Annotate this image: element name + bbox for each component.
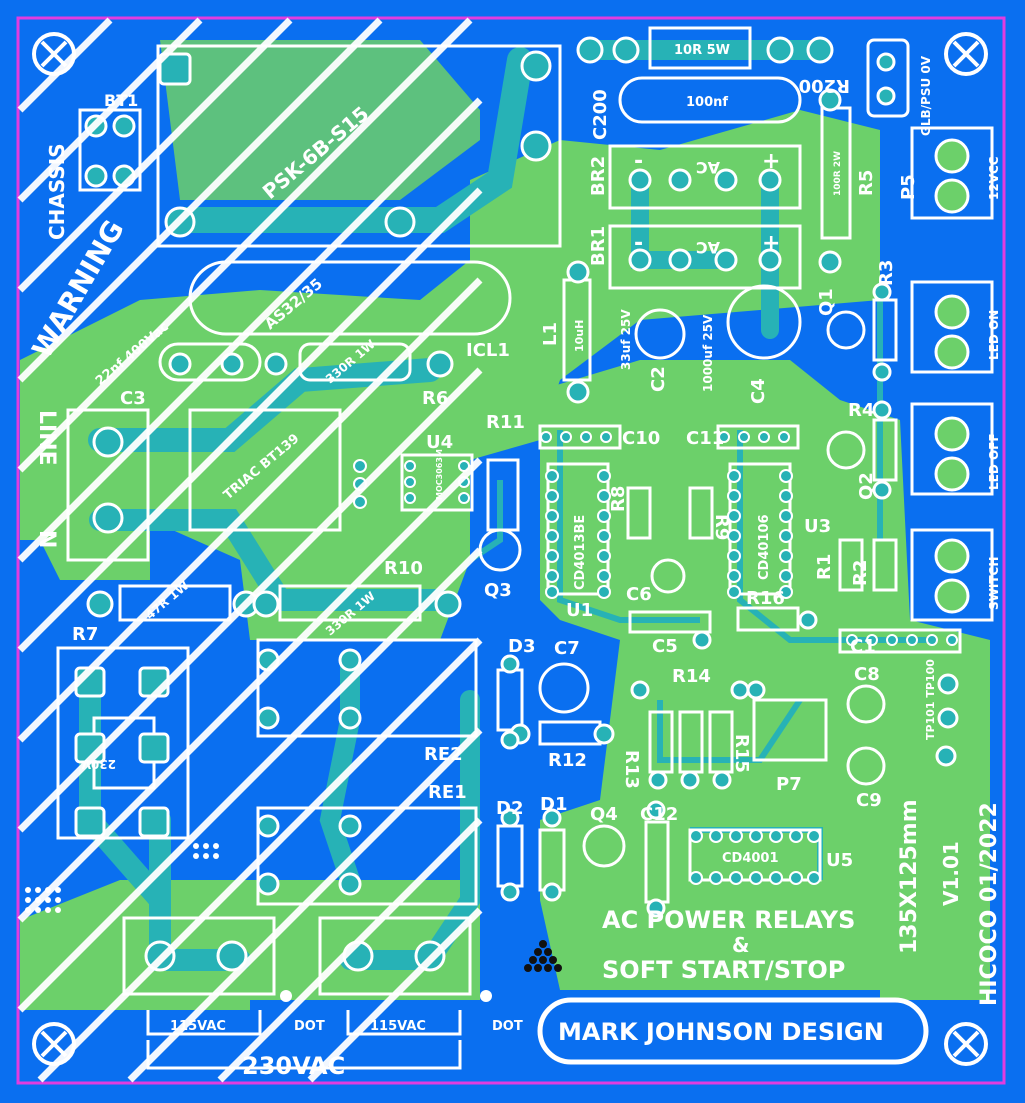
label-c2-val: 33uf 25V (619, 309, 633, 370)
label-r8: R8 (608, 486, 629, 512)
label-r2: R2 (850, 560, 871, 586)
label-c4: C4 (748, 378, 769, 404)
label-size: 135X125mm (897, 799, 922, 954)
label-minus-br1: - (634, 231, 643, 256)
label-r16: R16 (746, 588, 785, 609)
label-u1: U1 (566, 600, 593, 621)
label-icl1: ICL1 (466, 340, 510, 361)
label-ac-br2: AC (696, 158, 720, 177)
label-r9: R9 (711, 514, 732, 540)
hv-hatch (17, 17, 483, 1083)
label-r200: R200 (799, 75, 850, 96)
label-q2: Q2 (856, 472, 877, 500)
label-r4: R4 (848, 400, 874, 421)
label-chassis: CHASSIS (45, 143, 69, 240)
label-r13: R13 (621, 750, 642, 789)
label-u1-chip: CD4013BE (573, 515, 588, 590)
label-r12: R12 (548, 750, 587, 771)
label-c2: C2 (648, 366, 669, 392)
label-version: V1.01 (939, 841, 963, 906)
label-title1: AC POWER RELAYS (602, 906, 855, 934)
label-115vac-a: 115VAC (170, 1019, 226, 1034)
label-amp: & (732, 933, 749, 957)
label-r5: R5 (856, 170, 877, 196)
label-230v: 230V (81, 757, 116, 771)
label-switch: SWITCH (987, 557, 1001, 610)
label-re1: RE1 (428, 782, 467, 803)
silkscreen (56, 26, 994, 1070)
label-c6: C6 (626, 584, 652, 605)
label-designer: MARK JOHNSON DESIGN (558, 1018, 884, 1046)
label-r7: R7 (72, 624, 98, 645)
label-c9: C9 (856, 790, 882, 811)
label-r1: R1 (814, 554, 835, 580)
label-led-off: LED OFF (987, 433, 1001, 490)
label-c5: C5 (652, 636, 678, 657)
label-115vac-b: 115VAC (370, 1019, 426, 1034)
label-c12: C12 (640, 804, 678, 825)
label-r14: R14 (672, 666, 711, 687)
label-led-on: LED ON (987, 310, 1001, 360)
label-u5: U5 (826, 850, 853, 871)
label-c10: C10 (622, 428, 660, 449)
label-l1: L1 (540, 322, 561, 346)
mounting-holes (32, 32, 988, 1066)
label-c1: C1 (850, 636, 876, 657)
label-d2: D2 (496, 798, 523, 819)
label-d1: D1 (540, 794, 567, 815)
label-u4-chip: MOC3063M (435, 449, 444, 500)
label-l1-val: 10uH (573, 320, 586, 352)
board-outline (16, 16, 1006, 1085)
label-br2: BR2 (588, 156, 609, 196)
label-dot-b: DOT (492, 1019, 523, 1034)
label-br1: BR1 (588, 226, 609, 266)
label-title2: SOFT START/STOP (602, 956, 845, 984)
label-r6: R6 (422, 388, 448, 409)
label-c200-val: 100nf (686, 95, 728, 110)
label-r15: R15 (731, 734, 752, 773)
label-p5: P5 (898, 174, 919, 200)
label-dot-a: DOT (294, 1019, 325, 1034)
label-r5-val: 100R 2W (833, 151, 843, 196)
label-r3: R3 (876, 260, 897, 286)
label-c3: C3 (120, 388, 146, 409)
label-r10: R10 (384, 558, 423, 579)
label-bt1: BT1 (104, 91, 138, 110)
label-line: LINE (34, 410, 59, 466)
label-c7: C7 (554, 638, 580, 659)
label-u4: U4 (426, 432, 453, 453)
label-plus-br2: + (762, 149, 780, 174)
label-re2: RE2 (424, 744, 463, 765)
label-plus-br1: + (762, 231, 780, 256)
label-230vac: 230VAC (242, 1052, 345, 1080)
label-glb: GLB/PSU 0V (919, 55, 933, 136)
label-c8: C8 (854, 664, 880, 685)
label-q1: Q1 (816, 288, 837, 316)
label-c4-val: 1000uf 25V (701, 314, 715, 392)
label-u3-chip: CD40106 (757, 514, 772, 580)
label-c11: C11 (686, 428, 724, 449)
label-u3: U3 (804, 516, 831, 537)
label-c200: C200 (590, 89, 611, 140)
label-p7: P7 (776, 774, 802, 795)
label-12v: 12VCC (987, 156, 1001, 200)
triangle-logo (524, 940, 562, 972)
label-r11: R11 (486, 412, 525, 433)
label-tp: TP101 TP100 (924, 659, 937, 740)
label-u5-chip: CD4001 (722, 851, 779, 866)
label-10r: 10R 5W (674, 43, 730, 58)
via-cluster (25, 843, 219, 913)
label-q3: Q3 (484, 580, 512, 601)
test-points (280, 990, 492, 1002)
label-q4: Q4 (590, 804, 618, 825)
label-ac-br1: AC (696, 238, 720, 257)
label-n: N (34, 530, 59, 548)
label-d3: D3 (508, 636, 535, 657)
label-hicoco: HICOCO 01/2022 (977, 802, 1002, 1006)
label-minus-br2: - (634, 149, 643, 174)
